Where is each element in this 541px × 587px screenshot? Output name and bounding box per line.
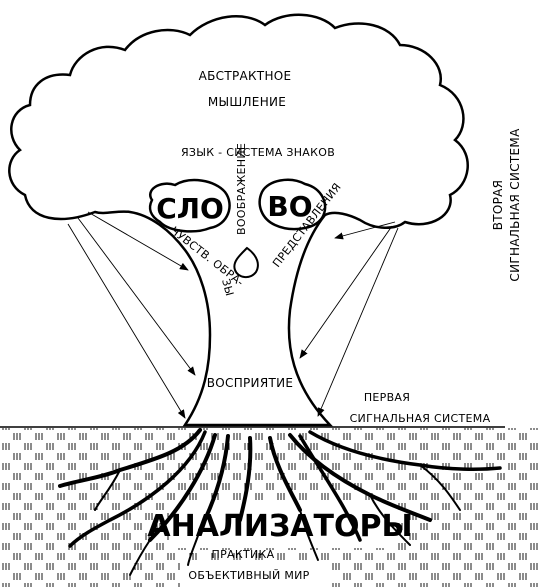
label-first-signal-2: СИГНАЛЬНАЯ СИСТЕМА (350, 412, 491, 425)
soil-mask-analyzers (170, 500, 395, 548)
label-sensory-images-2: ЗЫ (219, 277, 236, 297)
trunk-leaf-shape (233, 246, 259, 278)
label-word-part-2: ВО (267, 190, 312, 223)
label-perception: ВОСПРИЯТИЕ (207, 376, 294, 390)
label-analyzers: АНАЛИЗАТОРЫ (147, 509, 412, 544)
label-second-signal-2: СИГНАЛЬНАЯ СИСТЕМА (508, 128, 522, 282)
word-cloud-left (148, 178, 231, 233)
label-language: ЯЗЫК - СИСТЕМА ЗНАКОВ (181, 146, 335, 159)
label-first-signal-1: ПЕРВАЯ (364, 391, 410, 404)
label-word-part-1: СЛО (156, 192, 224, 225)
tree-crown (8, 13, 469, 427)
soil-mask-world (180, 560, 330, 587)
label-imagination: ВООБРАЖЕНИЕ (235, 143, 248, 235)
arrows (67, 211, 399, 419)
roots (58, 428, 502, 576)
label-abstract-2: МЫШЛЕНИЕ (208, 95, 286, 109)
label-practice: ПРАКТИКА (212, 548, 275, 561)
label-second-signal-1: ВТОРАЯ (491, 180, 505, 231)
label-abstract-1: АБСТРАКТНОЕ (199, 69, 292, 83)
label-objective-world: ОБЪЕКТИВНЫЙ МИР (188, 569, 309, 582)
word-cloud-right (258, 178, 327, 231)
